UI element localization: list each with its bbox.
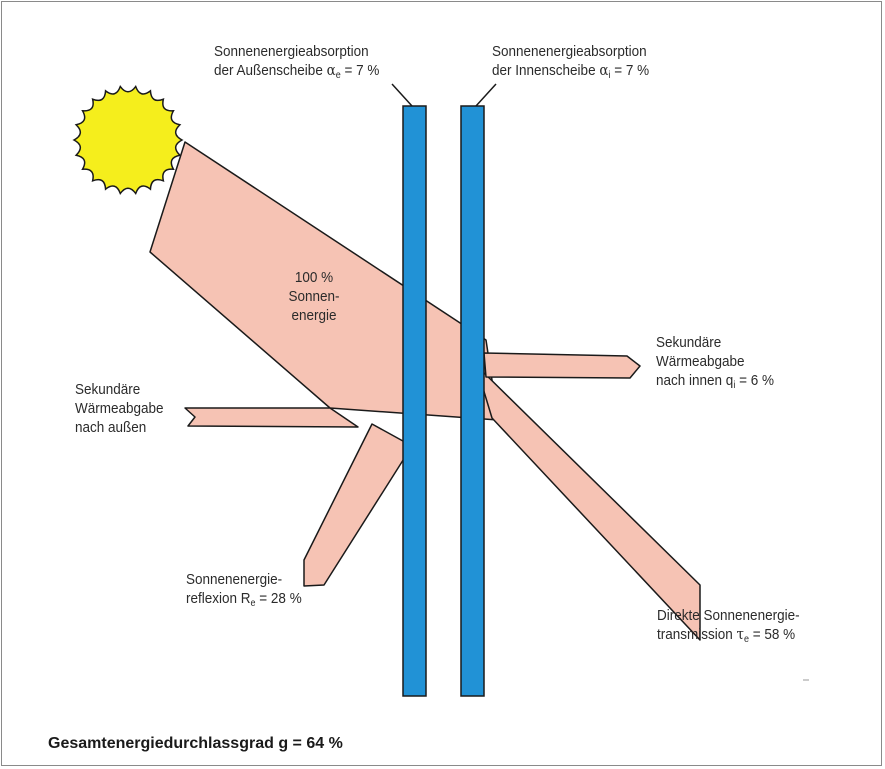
reflection-label: Sonnenenergie- reflexion Re = 28 % [186, 570, 302, 608]
absorption-outer-label: Sonnenenergieabsorption der Außenscheibe… [214, 42, 379, 80]
absorption-inner-label: Sonnenenergieabsorption der Innenscheibe… [492, 42, 649, 80]
sun-icon [74, 87, 182, 194]
secondary-heat-outer-arrow [185, 408, 358, 427]
transmission-label: Direkte Sonnenenergie- transmission τe =… [657, 606, 800, 644]
incident-energy-label: 100 % Sonnen- energie [280, 268, 348, 325]
inner-glass-pane [461, 106, 484, 696]
leader-line-inner [476, 84, 496, 106]
reflection-arrow [304, 424, 412, 586]
secondary-heat-inner-label: Sekundäre Wärmeabgabe nach innen qi = 6 … [656, 333, 774, 390]
transmission-arrow [476, 365, 700, 640]
secondary-heat-inner-arrow [484, 353, 640, 378]
leader-line-outer [392, 84, 412, 106]
total-energy-transmittance-caption: Gesamtenergiedurchlassgrad g = 64 % [48, 735, 343, 753]
secondary-heat-outer-label: Sekundäre Wärmeabgabe nach außen [75, 380, 164, 437]
outer-glass-pane [403, 106, 426, 696]
